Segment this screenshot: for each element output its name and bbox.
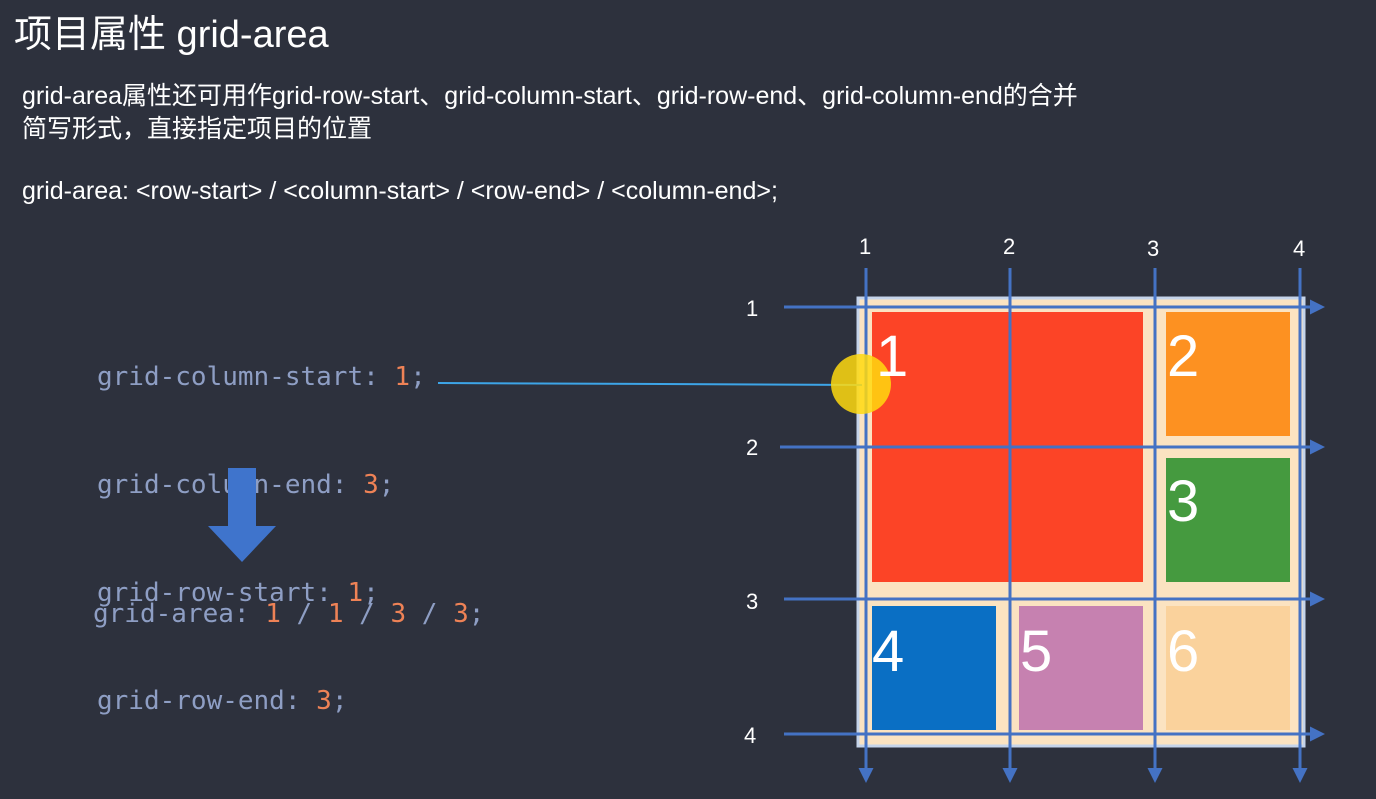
code-property: grid-area:	[93, 599, 266, 629]
code-line-row-end: grid-row-end: 3;	[97, 683, 426, 719]
grid-container	[856, 296, 1306, 748]
code-semicolon: ;	[331, 686, 348, 716]
slide-title: 项目属性 grid-area	[14, 14, 329, 56]
column-line-label-3: 3	[1147, 236, 1160, 261]
row-line-label-3: 3	[746, 589, 759, 614]
column-line-label-4: 4	[1293, 236, 1306, 261]
code-value: 1	[265, 599, 281, 629]
code-value: 1	[394, 362, 411, 392]
code-semicolon: ;	[363, 578, 379, 608]
code-line-column-end: grid-column-end: 3;	[97, 467, 426, 503]
description-line-2: 简写形式，直接指定项目的位置	[22, 115, 373, 143]
row-line-label-1: 1	[746, 296, 759, 321]
code-property: grid-row-start:	[97, 578, 348, 608]
code-block: grid-column-start: 1; grid-column-end: 3…	[97, 287, 426, 755]
code-separator: /	[343, 599, 391, 629]
code-value: 1	[347, 578, 364, 608]
grid-item-2-label: 2	[1167, 324, 1200, 389]
code-property: grid-column-start:	[97, 362, 395, 392]
code-line-row-start: grid-row-start: 1;	[97, 575, 426, 611]
grid-item-3-label: 3	[1167, 469, 1200, 534]
grid-item-1-label: 1	[876, 324, 909, 389]
description: grid-area属性还可用作grid-row-start、grid-colum…	[22, 80, 1342, 146]
code-value: 3	[390, 599, 407, 629]
code-semicolon: ;	[468, 599, 485, 629]
code-separator: /	[406, 599, 454, 629]
code-separator: /	[280, 599, 328, 629]
arrow-down-icon	[208, 468, 276, 562]
code-semicolon: ;	[410, 362, 426, 392]
syntax-line: grid-area: <row-start> / <column-start> …	[22, 177, 778, 205]
grid-item-4-label: 4	[872, 619, 905, 684]
code-property: grid-column-end:	[97, 470, 348, 500]
pointer-line	[437, 382, 863, 386]
code-semicolon: ;	[378, 470, 395, 500]
code-property: grid-row-end:	[97, 686, 317, 716]
grid-item-1	[872, 312, 1143, 582]
row-line-label-4: 4	[744, 723, 757, 748]
code-value: 1	[327, 599, 344, 629]
code-value: 3	[453, 599, 469, 629]
column-line-label-1: 1	[859, 234, 872, 259]
description-line-1: grid-area属性还可用作grid-row-start、grid-colum…	[22, 82, 1078, 110]
row-line-label-2: 2	[746, 435, 759, 460]
grid-item-6-label: 6	[1167, 619, 1200, 684]
shorthand-code: grid-area: 1 / 1 / 3 / 3;	[93, 596, 484, 632]
grid-item-5-label: 5	[1020, 619, 1053, 684]
column-line-label-2: 2	[1003, 234, 1016, 259]
code-value: 3	[316, 686, 332, 716]
code-line-column-start: grid-column-start: 1;	[97, 359, 426, 395]
code-value: 3	[363, 470, 379, 500]
